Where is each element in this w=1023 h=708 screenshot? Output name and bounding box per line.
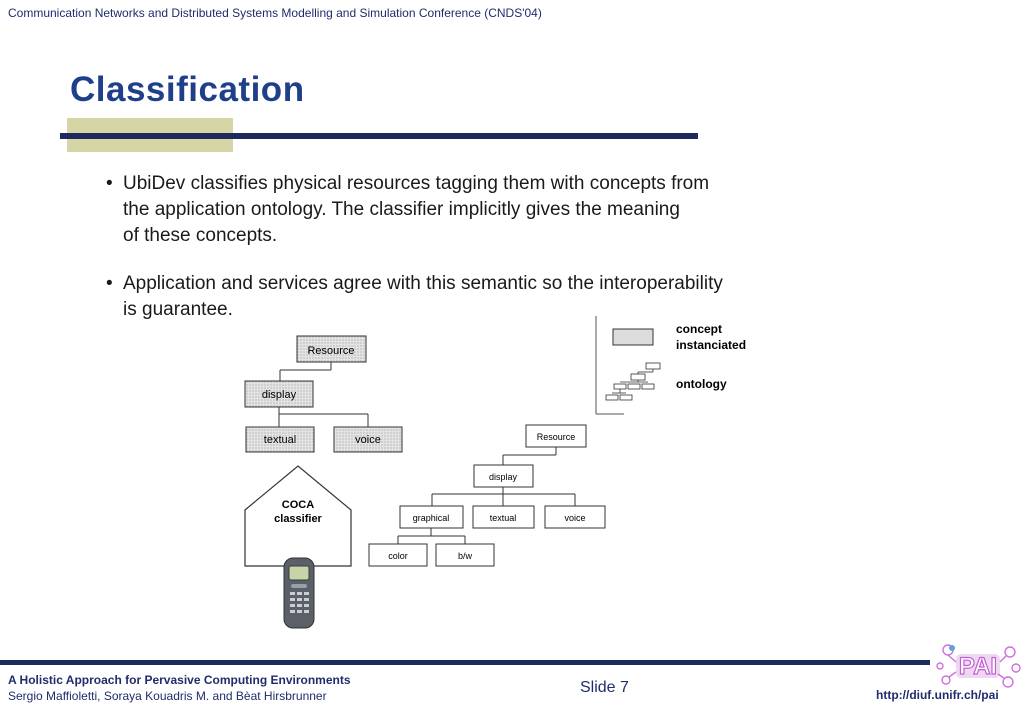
footer-title: A Holistic Approach for Pervasive Comput… [8, 673, 351, 687]
right-textual-label: textual [490, 513, 517, 523]
left-display-label: display [262, 389, 297, 401]
classifier-shape [244, 465, 352, 567]
right-bw-label: b/w [458, 551, 473, 561]
footer-url-link[interactable]: http://diuf.unifr.ch/pai [876, 688, 999, 702]
bullet-1: • UbiDev classifies physical resources t… [106, 171, 803, 249]
conference-header: Communication Networks and Distributed S… [8, 6, 542, 20]
right-ontology-tree: Resource display graphical textual voice… [368, 424, 606, 567]
right-graphical-label: graphical [413, 513, 450, 523]
bullet-line: Application and services agree with this… [123, 273, 723, 294]
legend-concept-label: concept [676, 322, 722, 336]
left-voice-label: voice [355, 434, 381, 446]
legend-ontology-label: ontology [676, 377, 727, 391]
logo-text: PAI [959, 653, 997, 680]
left-resource-node [296, 335, 367, 363]
classifier-label-2: classifier [274, 513, 322, 525]
legend-concept-swatch [612, 328, 654, 346]
mobile-phone-image [283, 557, 315, 629]
left-voice-node [333, 426, 403, 453]
legend-ontology-thumbnail [605, 362, 661, 401]
right-resource-label: Resource [537, 432, 576, 442]
coca-classifier: COCA classifier [244, 465, 352, 567]
bullet-line: the application ontology. The classifier… [123, 199, 680, 220]
footer-rule [0, 660, 930, 665]
bullet-line: is guarantee. [123, 299, 233, 320]
bullet-line: of these concepts. [123, 225, 278, 246]
slide-title: Classification [70, 70, 305, 109]
diagram-legend: concept instanciated ontology [595, 316, 746, 415]
pai-logo: PAI [936, 644, 1021, 688]
left-textual-node [245, 426, 315, 453]
bullet-marker: • [106, 273, 113, 294]
right-display-label: display [489, 472, 518, 482]
right-voice-label: voice [564, 513, 585, 523]
bullet-line: UbiDev classifies physical resources tag… [123, 173, 710, 194]
left-display-node [244, 380, 314, 408]
right-textual-node [472, 505, 535, 529]
footer-authors: Sergio Maffioletti, Soraya Kouadris M. a… [8, 689, 327, 703]
slide-number: Slide 7 [580, 679, 629, 696]
right-voice-node [544, 505, 606, 529]
right-color-node [368, 543, 428, 567]
left-ontology-tree: Resource display textual voice [244, 335, 403, 453]
right-bw-node [435, 543, 495, 567]
bullet-marker: • [106, 173, 113, 194]
classifier-label-1: COCA [282, 499, 314, 511]
bullet-2: • Application and services agree with th… [106, 271, 803, 323]
left-resource-label: Resource [307, 345, 354, 357]
left-textual-label: textual [264, 434, 296, 446]
title-underline [60, 133, 698, 139]
right-color-label: color [388, 551, 408, 561]
legend-instanciated-label: instanciated [676, 338, 746, 352]
